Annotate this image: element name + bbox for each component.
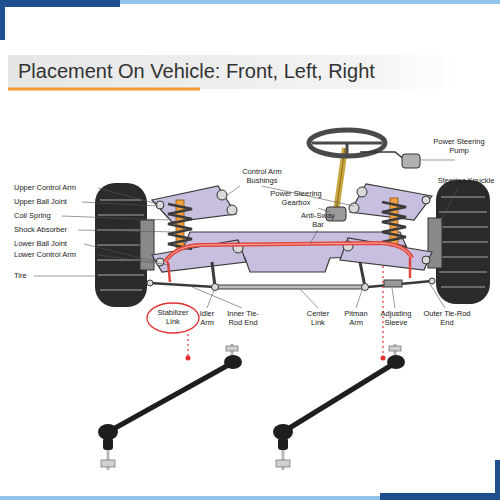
corner-accent xyxy=(0,0,5,40)
part-label: Anti-Sway Bar xyxy=(296,212,340,229)
part-label: Power Steering Gearbox xyxy=(268,190,324,207)
control-arm-bushing xyxy=(156,187,430,266)
part-label: Center Link xyxy=(300,310,336,327)
sway-bar-link-product xyxy=(273,344,405,470)
sway-bar-link-product xyxy=(98,344,242,470)
part-label: Adjusting Sleeve xyxy=(374,310,418,327)
part-label: Tire xyxy=(14,272,54,281)
part-label: Power Steering Pump xyxy=(428,138,490,155)
tire xyxy=(428,180,490,304)
pointer-dot xyxy=(381,356,386,361)
part-label: Lower Control Arm xyxy=(14,251,109,260)
corner-accent xyxy=(120,0,500,4)
part-label: Upper Ball Joint xyxy=(14,198,109,207)
coil-spring xyxy=(168,200,192,249)
corner-accent xyxy=(0,496,380,500)
corner-accent xyxy=(495,460,500,500)
corner-accent xyxy=(380,493,500,500)
frame-crossmember xyxy=(152,184,432,272)
part-label: Inner Tie-Rod End xyxy=(223,310,263,327)
ellipse-outline xyxy=(147,303,199,333)
part-label: Lower Ball Joint xyxy=(14,240,109,249)
pointer-dot xyxy=(186,356,191,361)
pointer-line xyxy=(188,266,383,356)
title-underline xyxy=(8,88,200,91)
stabilizer-link-part xyxy=(409,258,412,278)
upper-control-arm xyxy=(152,186,236,222)
part-label: Shock Absorber xyxy=(14,226,109,235)
anti-sway-bar xyxy=(165,243,412,262)
page-title: Placement On Vehicle: Front, Left, Right xyxy=(18,60,488,83)
power-steering-pump xyxy=(360,152,420,168)
part-label: Outer Tie-Rod End xyxy=(422,310,472,327)
part-label: Upper Control Arm xyxy=(14,184,109,193)
part-label: Pitman Arm xyxy=(340,310,372,327)
part-label: Coil Spring xyxy=(14,212,109,221)
anti-sway-bar xyxy=(165,243,412,262)
leader-line xyxy=(34,160,458,308)
corner-accent xyxy=(0,0,120,7)
part-label: Control Arm Bushings xyxy=(234,168,290,185)
tire xyxy=(95,183,154,307)
coil-spring xyxy=(382,198,406,247)
part-label: Stabilizer Link xyxy=(151,309,195,326)
part-label: Steering Knuckle xyxy=(434,177,498,186)
callout-ellipse: Stabilizer Link xyxy=(146,302,200,334)
